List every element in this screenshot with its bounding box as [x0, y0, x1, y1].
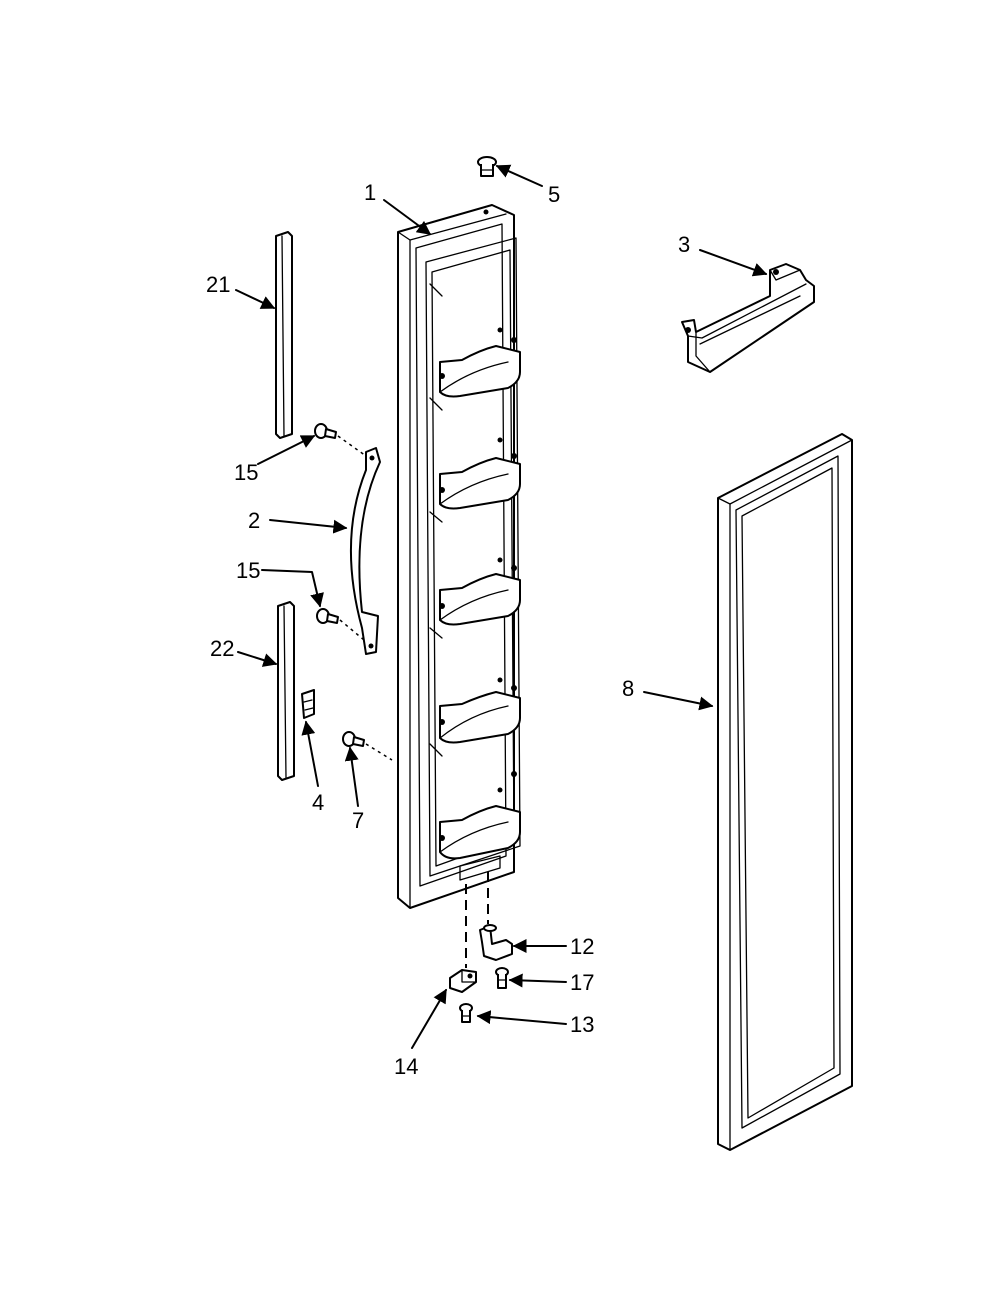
trim-strip-part-21 [275, 231, 293, 439]
callout-labels: 1 5 3 21 15 2 15 22 4 7 8 12 17 13 14 [206, 180, 690, 1079]
callout-2: 2 [248, 508, 260, 533]
callout-21: 21 [206, 272, 230, 297]
screw-part-15 [314, 423, 337, 439]
door-gasket-part-8 [717, 433, 853, 1151]
callout-7: 7 [352, 808, 364, 833]
callout-8: 8 [622, 676, 634, 701]
callout-22: 22 [210, 636, 234, 661]
door-shelf [439, 805, 521, 860]
callout-14: 14 [394, 1054, 418, 1079]
clip-part-4 [301, 689, 315, 719]
trim-strip-part-22 [277, 601, 295, 781]
callout-3: 3 [678, 232, 690, 257]
screw-part-5 [477, 156, 497, 177]
bracket-part-14 [449, 969, 477, 993]
door-shelf [439, 691, 521, 744]
callout-15-upper: 15 [234, 460, 258, 485]
callout-15-lower: 15 [236, 558, 260, 583]
screw-part-15 [316, 608, 339, 624]
callout-13: 13 [570, 1012, 594, 1037]
callout-5: 5 [548, 182, 560, 207]
callout-12: 12 [570, 934, 594, 959]
door-bin-part-3 [681, 263, 815, 373]
callout-17: 17 [570, 970, 594, 995]
callout-4: 4 [312, 790, 324, 815]
callout-1: 1 [364, 180, 376, 205]
leader-lines [235, 164, 768, 1049]
assembly-guide-lines [337, 435, 489, 968]
hinge-part-12 [479, 924, 513, 961]
door-handle-part-2 [349, 447, 381, 655]
screw-part-7 [342, 731, 365, 747]
door-liner-part-1 [397, 204, 521, 909]
door-shelf [439, 457, 521, 510]
door-shelf [439, 345, 521, 398]
screw-part-13 [459, 1003, 473, 1023]
door-shelf [439, 573, 521, 626]
screw-part-17 [495, 967, 509, 989]
